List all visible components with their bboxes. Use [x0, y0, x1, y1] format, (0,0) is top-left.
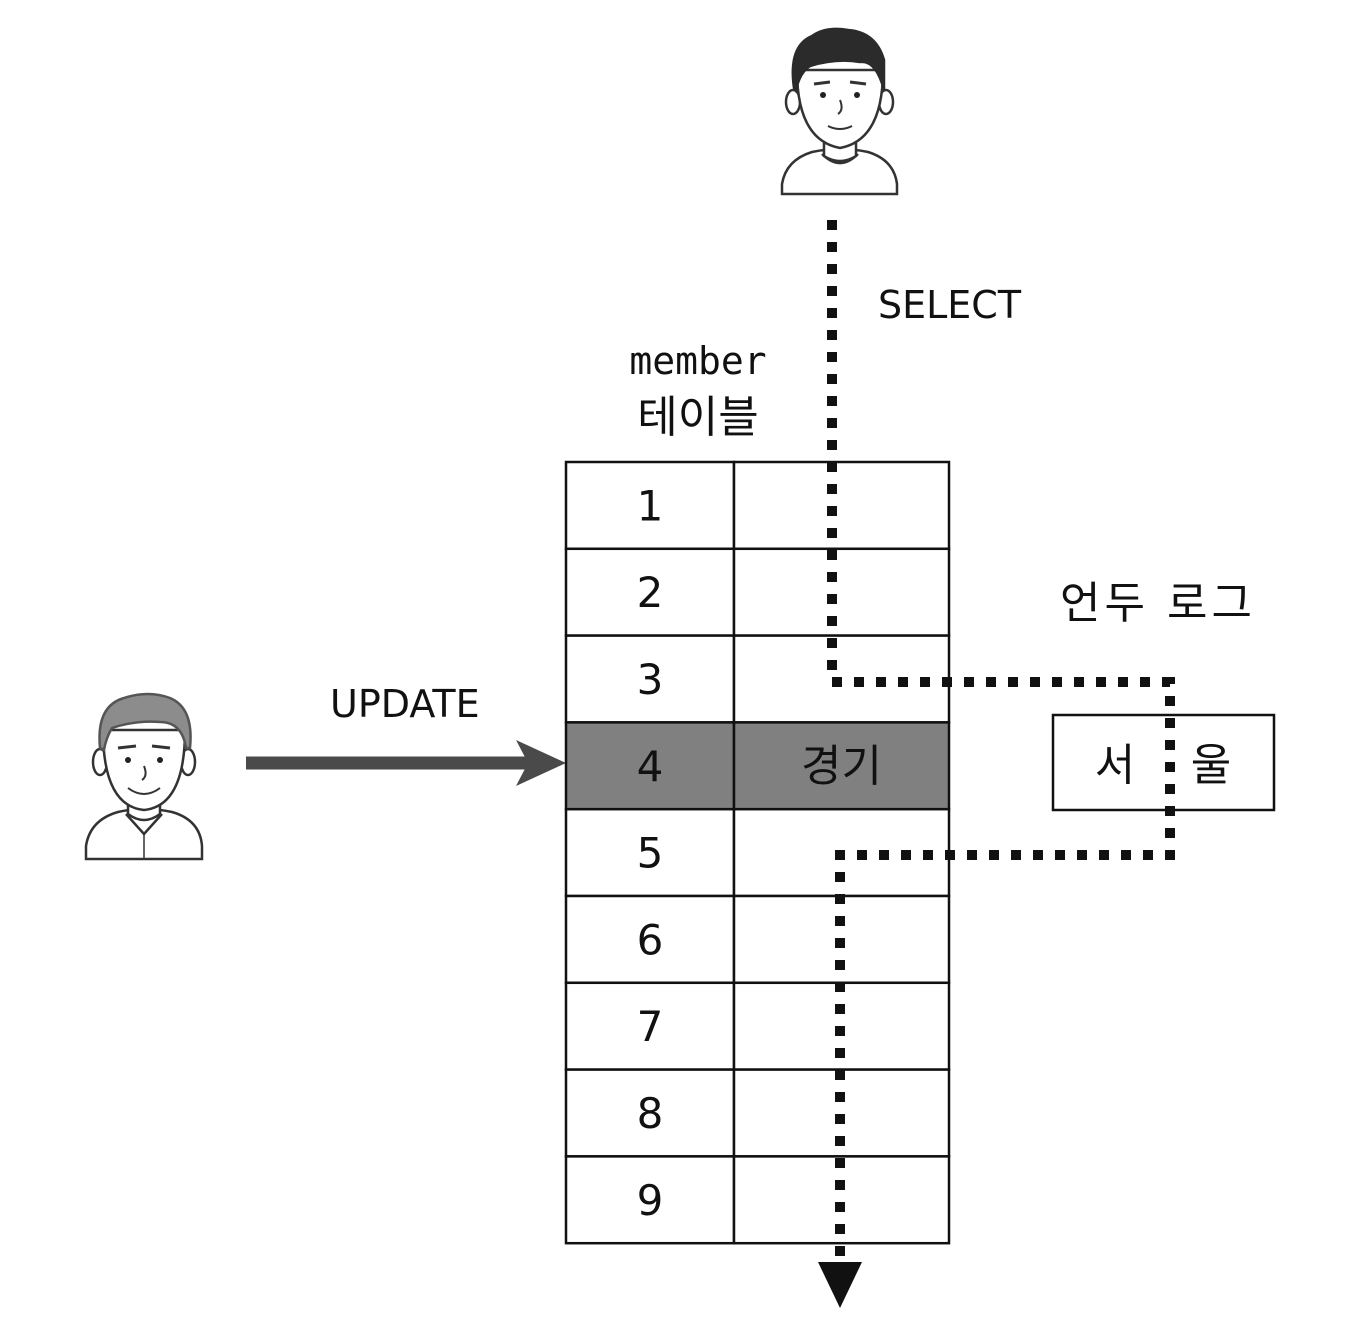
table-cell-value [732, 547, 951, 637]
table-row-id: 7 [637, 1002, 664, 1051]
table-row-id: 4 [637, 742, 664, 791]
table-cell-id [564, 1155, 736, 1245]
table-row-value: 경기 [801, 741, 882, 792]
member-table: 1 2 3 4 경기 5 6 7 8 9 [564, 460, 951, 1245]
update-arrow [246, 740, 566, 786]
select-path-arrowhead [818, 1262, 862, 1308]
table-row-id: 9 [637, 1176, 664, 1225]
table-row-id: 1 [637, 481, 664, 530]
table-cell-id [564, 721, 736, 811]
select-user-icon [780, 27, 899, 196]
undo-log-value-right: 울 [1191, 740, 1231, 791]
table-cell-id [564, 634, 736, 724]
undo-log-title: 언두 로그 [1060, 578, 1256, 629]
table-row-id: 8 [637, 1089, 664, 1138]
update-user-icon [84, 692, 204, 861]
select-read-path [827, 220, 1175, 1262]
table-cell-value [732, 460, 951, 551]
table-row-id: 3 [637, 655, 664, 704]
table-row-id: 2 [637, 568, 664, 617]
table-row-id: 6 [637, 915, 664, 964]
table-cell-id [564, 981, 736, 1071]
table-cell-id [564, 807, 736, 898]
select-label: SELECT [878, 283, 1022, 327]
table-cell-id [564, 1068, 736, 1158]
table-cell-id [564, 894, 736, 985]
table-caption-label: 테이블 [637, 392, 758, 443]
update-label: UPDATE [330, 682, 480, 726]
undo-log-box: 서 울 [1051, 713, 1276, 812]
undo-log-value-left: 서 [1095, 740, 1135, 791]
table-row-id: 5 [637, 829, 664, 878]
table-name-label: member [629, 339, 766, 383]
